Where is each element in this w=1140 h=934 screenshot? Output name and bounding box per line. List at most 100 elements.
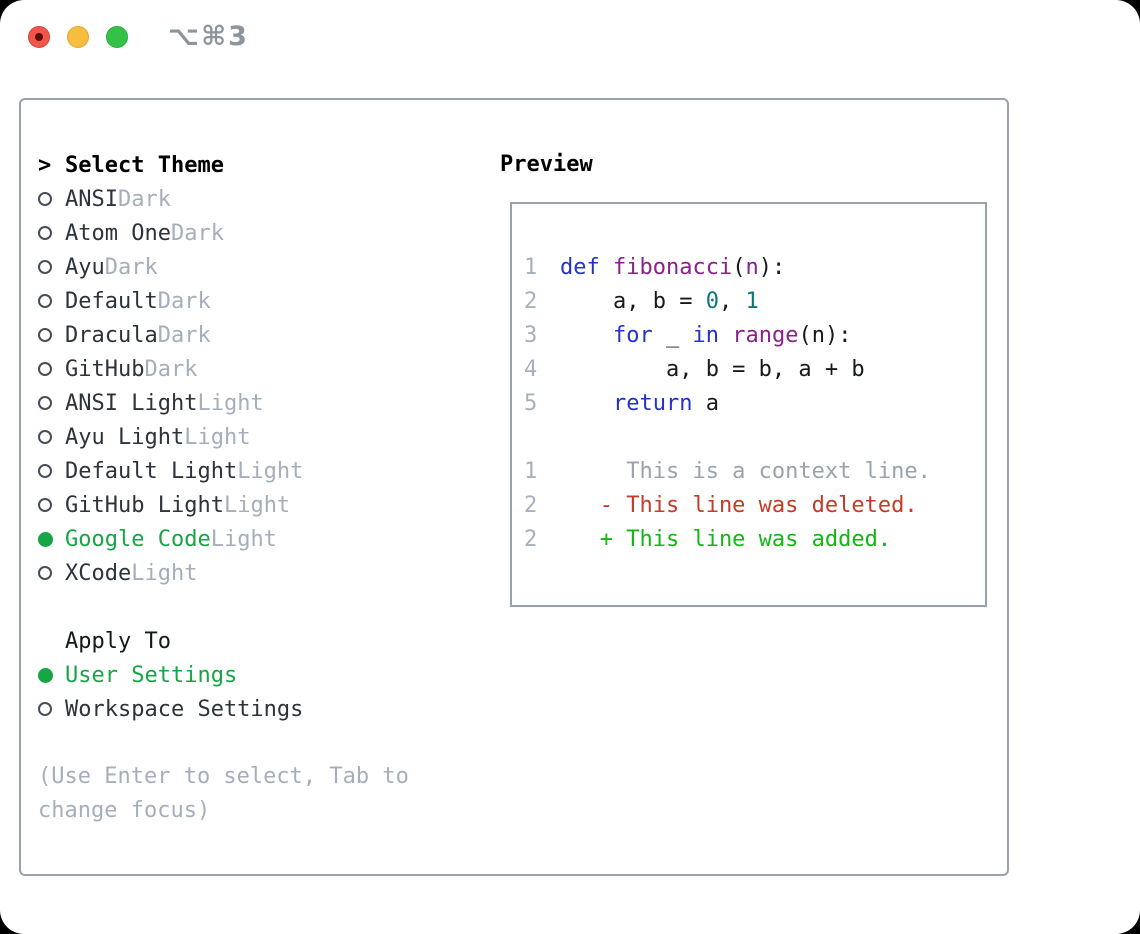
theme-option[interactable]: XCode Light [38, 556, 303, 590]
radio-selected-icon [38, 667, 53, 683]
code-token-del: - This line was deleted. [560, 493, 918, 518]
line-number: 4 [524, 357, 538, 382]
apply-to-header: Apply To [38, 624, 303, 658]
focus-caret-icon: > [38, 152, 52, 178]
line-number: 5 [524, 391, 538, 416]
code-token-plain: , [718, 289, 746, 314]
code-token-kw: in [692, 323, 719, 348]
option-variant-label: Dark [170, 220, 224, 246]
code-line: 2 - This line was deleted. [524, 489, 985, 523]
code-token-plain: ( [732, 255, 746, 280]
radio-unselected-icon [38, 430, 52, 444]
theme-option[interactable]: Default Light Light [38, 454, 303, 488]
apply-to-option[interactable]: User Settings [38, 658, 303, 692]
radio-unselected-icon [38, 498, 52, 512]
keyboard-hint: (Use Enter to select, Tab to change focu… [38, 764, 409, 823]
minimize-button[interactable] [67, 26, 89, 48]
radio-selected-icon [38, 531, 53, 547]
option-label: XCode [65, 560, 132, 586]
option-label: Default Light [65, 458, 238, 484]
option-label: ANSI Light [65, 390, 198, 416]
line-number: 1 [524, 255, 538, 280]
apply-to-option[interactable]: Workspace Settings [38, 692, 303, 726]
option-variant-label: Dark [157, 288, 211, 314]
option-label: ANSI [65, 186, 118, 212]
code-token-plain: a, b = [560, 289, 706, 314]
theme-option[interactable]: Dracula Dark [38, 318, 303, 352]
radio-unselected-icon [38, 328, 52, 342]
code-line: 3 for _ in range(n): [524, 319, 985, 353]
code-token-kw: def [560, 255, 600, 280]
code-token-ctx: This is a context line. [560, 459, 931, 484]
option-label: Dracula [65, 322, 158, 348]
radio-unselected-icon [38, 702, 52, 716]
radio-unselected-icon [38, 566, 52, 580]
code-token-plain [600, 255, 613, 280]
code-line: 2 a, b = 0, 1 [524, 285, 985, 319]
theme-option[interactable]: Ayu Dark [38, 250, 303, 284]
theme-option[interactable]: ANSI Light Light [38, 386, 303, 420]
option-label: Google Code [65, 526, 211, 552]
radio-unselected-icon [38, 226, 52, 240]
radio-unselected-icon [38, 260, 52, 274]
theme-option[interactable]: ANSI Dark [38, 182, 303, 216]
option-label: Default [65, 288, 158, 314]
code-token-add: + This line was added. [560, 527, 892, 552]
select-theme-header: > Select Theme [38, 148, 303, 182]
code-token-lit: 0 [705, 289, 719, 314]
line-number: 2 [524, 289, 538, 314]
option-variant-label: Light [131, 560, 198, 586]
option-variant-label: Light [210, 526, 277, 552]
theme-option[interactable]: GitHub Light Light [38, 488, 303, 522]
code-token-fn: fibonacci [613, 255, 733, 280]
close-button[interactable] [28, 26, 50, 48]
code-token-lit: 1 [745, 289, 759, 314]
preview-title: Preview [500, 152, 593, 177]
option-label: GitHub Light [65, 492, 224, 518]
spacer [38, 590, 303, 624]
line-number: 1 [524, 459, 538, 484]
code-token-fn: n [745, 255, 759, 280]
code-token-plain: _ [652, 323, 693, 348]
code-token-kw: return [612, 391, 693, 416]
radio-unselected-icon [38, 362, 52, 376]
window-title-shortcut: ⌥⌘3 [168, 21, 249, 52]
theme-option[interactable]: GitHub Dark [38, 352, 303, 386]
option-label: Workspace Settings [65, 696, 304, 722]
code-line [524, 421, 985, 455]
option-variant-label: Light [197, 390, 264, 416]
option-label: Ayu [65, 254, 105, 280]
radio-unselected-icon [38, 396, 52, 410]
apply-to-title: Apply To [65, 628, 171, 654]
radio-unselected-icon [38, 464, 52, 478]
title-bar: ⌥⌘3 [28, 21, 249, 52]
option-variant-label: Dark [117, 186, 171, 212]
line-number: 2 [524, 493, 538, 518]
option-variant-label: Dark [104, 254, 158, 280]
line-number: 2 [524, 527, 538, 552]
theme-option[interactable]: Atom One Dark [38, 216, 303, 250]
option-variant-label: Dark [157, 322, 211, 348]
code-token-kw: for [612, 323, 653, 348]
radio-unselected-icon [38, 294, 52, 308]
theme-option[interactable]: Ayu Light Light [38, 420, 303, 454]
theme-option[interactable]: Default Dark [38, 284, 303, 318]
option-variant-label: Dark [144, 356, 198, 382]
code-line: 4 a, b = b, a + b [524, 353, 985, 387]
code-token-plain: a, b = b, a + b [560, 357, 865, 382]
code-token-plain [719, 323, 732, 348]
code-line: 2 + This line was added. [524, 523, 985, 557]
zoom-button[interactable] [106, 26, 128, 48]
option-variant-label: Light [184, 424, 251, 450]
code-token-plain: (n): [798, 323, 852, 348]
code-line: 5 return a [524, 387, 985, 421]
option-label: Ayu Light [65, 424, 185, 450]
theme-option[interactable]: Google Code Light [38, 522, 303, 556]
code-token-fn: range [732, 323, 799, 348]
